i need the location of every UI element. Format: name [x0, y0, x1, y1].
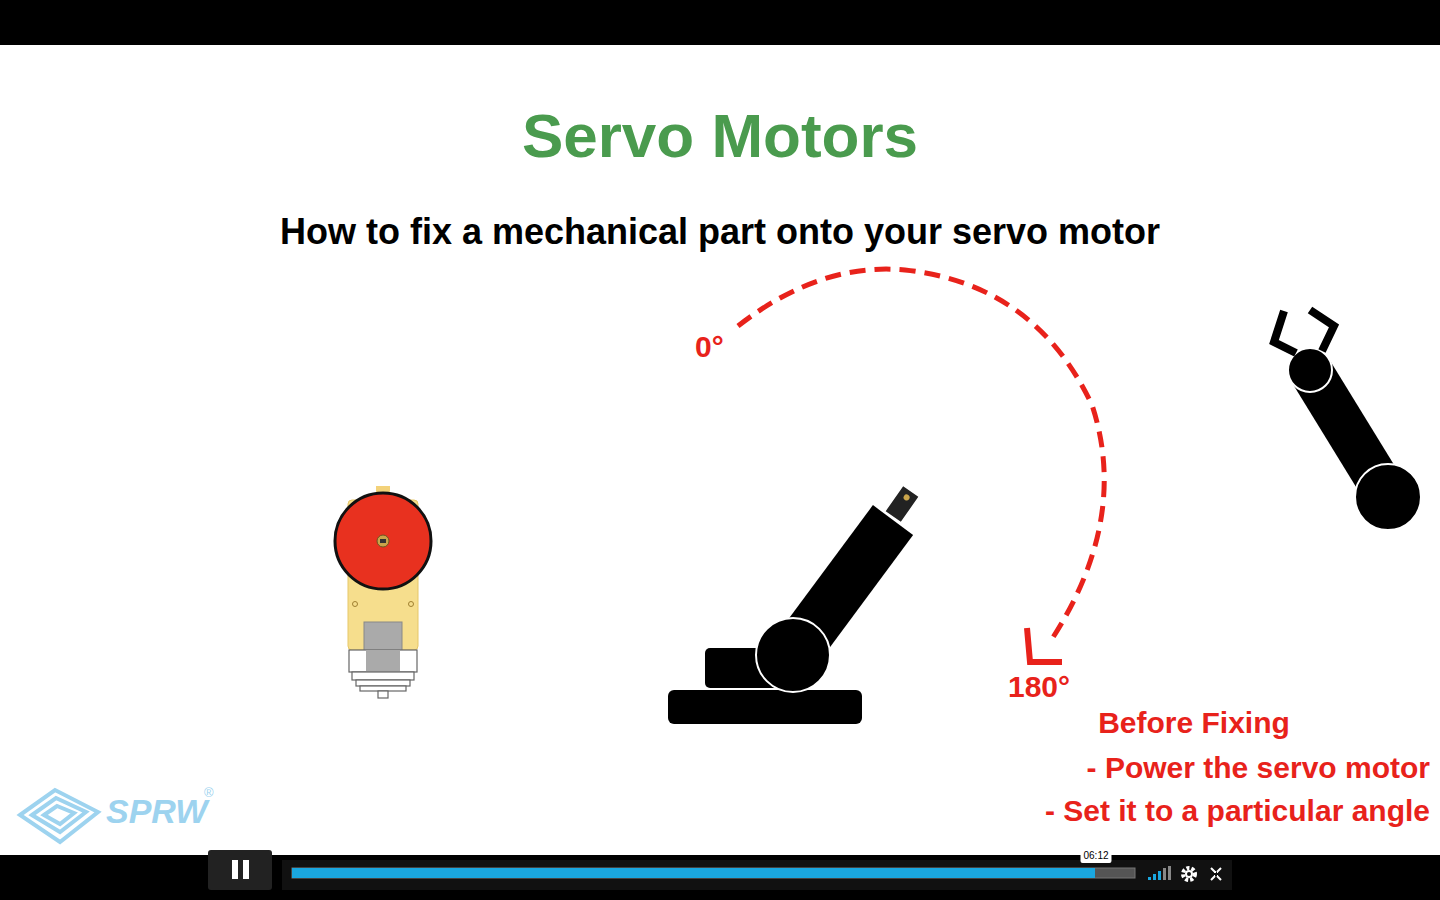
note-heading: Before Fixing [1098, 706, 1290, 741]
robot-arm [668, 485, 919, 724]
letterbox-bar [0, 0, 1440, 45]
time-tooltip: 06:12 [1080, 849, 1111, 863]
gripper-arm [1274, 310, 1421, 530]
player-controls [208, 850, 1232, 890]
note-line: - Power the servo motor [1087, 751, 1430, 786]
logo-mark [20, 790, 98, 842]
servo-top-view [335, 486, 431, 698]
rotation-arc [738, 269, 1104, 662]
note-line: - Set it to a particular angle [1045, 794, 1430, 829]
slide-subtitle: How to fix a mechanical part onto your s… [280, 211, 1160, 252]
registered-mark: ® [204, 786, 214, 801]
angle-label: 0° [695, 330, 724, 365]
logo-text: SPRW [106, 792, 207, 831]
slide-title: Servo Motors [522, 100, 918, 171]
angle-label: 180° [1008, 670, 1070, 705]
